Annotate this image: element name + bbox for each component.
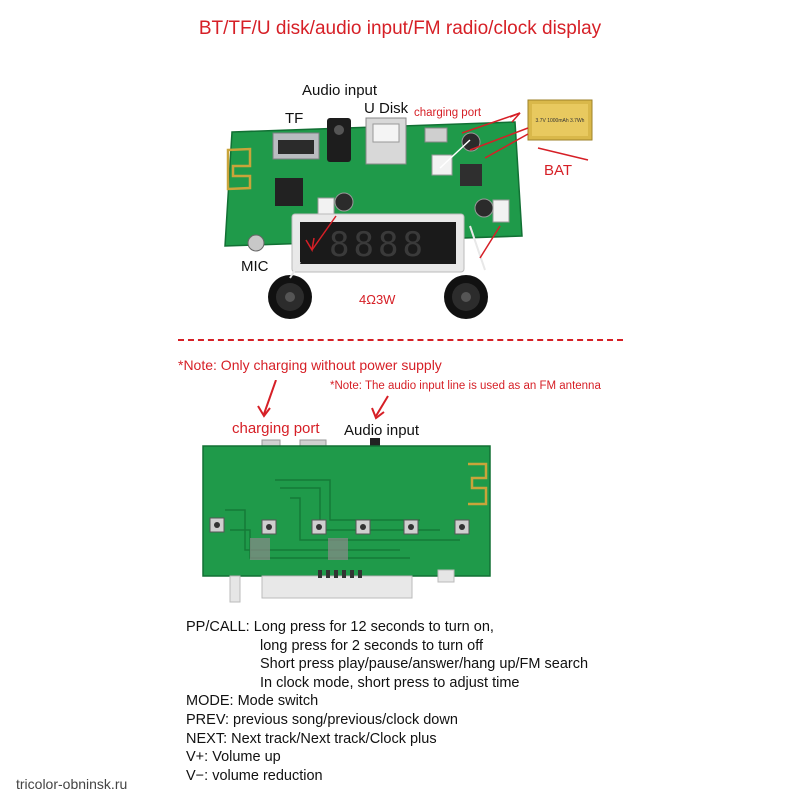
note-antenna: *Note: The audio input line is used as a… [330,380,601,392]
label-charging-port-bottom: charging port [232,420,320,437]
arrow-charging-bottom [263,380,277,415]
inductor [460,164,482,186]
desc-row-pp-call: PP/CALL: Long press for 12 seconds to tu… [186,619,494,635]
led-digits: 8888 [329,225,427,265]
battery-text: 3.7V 1000mAh 3.7Wh [536,118,585,124]
arrow-speaker-right [479,225,501,259]
top-board-figure: 8888 3.7V 1000mAh 3.7Wh [224,99,593,319]
footer-watermark: tricolor-obninsk.ru [16,776,128,792]
label-audio-input-bottom: Audio input [344,422,420,439]
tf-slot-opening [278,140,314,154]
desc-row-pp-call-4: In clock mode, short press to adjust tim… [260,674,520,691]
label-speaker-spec: 4Ω3W [359,292,396,307]
desc-row-vol-down: V−: volume reduction [186,767,323,784]
audio-jack-hole [334,125,344,135]
capacitor [461,132,481,152]
mic-capsule [247,234,265,252]
desc-row-pp-call-3: Short press play/pause/answer/hang up/FM… [260,656,589,673]
audio-jack [327,118,351,162]
capacitor [474,198,494,218]
speaker-left-icon [268,275,312,319]
arrow-bat [537,147,589,161]
desc-row-next: NEXT: Next track/Next track/Clock plus [186,730,437,747]
button-description-list: PP/CALL: Long press for 12 seconds to tu… [186,618,588,785]
usb-port-inner [372,123,400,143]
section-divider [178,339,623,341]
micro-usb-port [424,127,448,143]
bat-connector [431,154,453,176]
desc-row-pp-call-2: long press for 2 seconds to turn off [260,637,484,654]
desc-row-mode: MODE: Mode switch [186,693,319,710]
bottom-board-figure [202,380,491,603]
label-tf: TF [285,110,304,127]
note-charging: *Note: Only charging without power suppl… [178,357,442,373]
label-audio-input: Audio input [302,82,378,99]
arrow-audio-bottom [375,395,389,417]
desc-row-vol-up: V+: Volume up [186,749,281,766]
page-title: BT/TF/U disk/audio input/FM radio/clock … [198,18,602,39]
label-u-disk: U Disk [364,100,409,117]
main-chip [275,178,303,206]
speaker-connector-right [492,199,510,223]
label-charging-port-top: charging port [414,107,482,119]
desc-row-prev: PREV: previous song/previous/clock down [186,711,458,728]
capacitor [334,192,354,212]
arrow-speaker-left [311,215,337,251]
label-mic: MIC [241,258,269,275]
bt-antenna-trace [226,147,252,191]
bt-antenna-trace-bottom [468,462,488,506]
label-bat: BAT [544,162,573,179]
speaker-right-icon [444,275,488,319]
